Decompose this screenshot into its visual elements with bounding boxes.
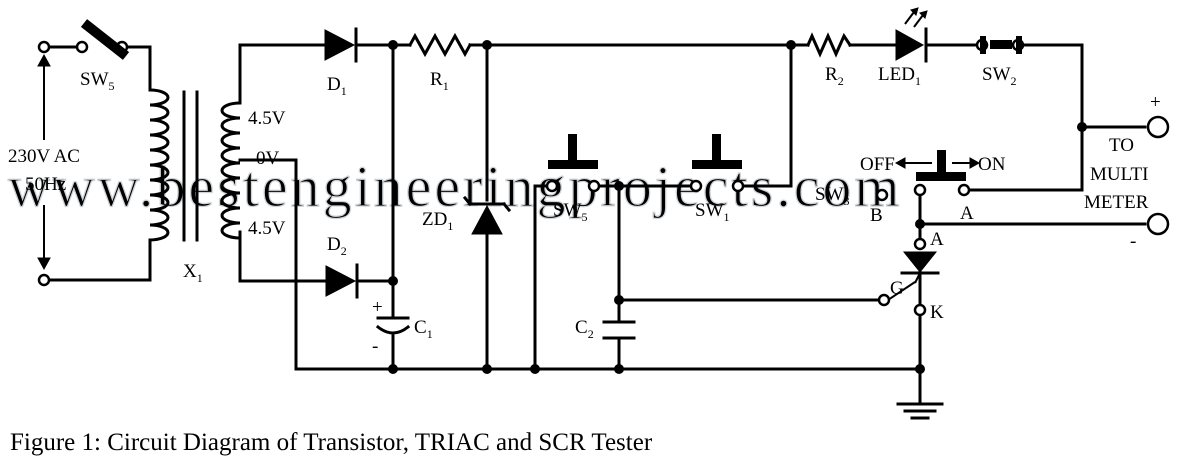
led-led1: LED1 [878, 7, 928, 88]
sw5-push-label: SW5 [553, 200, 588, 224]
ac-voltage-label: 230V AC [8, 146, 80, 167]
meter-label-line1: TO [1109, 135, 1134, 156]
meter-label-line2: MULTI [1090, 164, 1148, 185]
c1-plus-label: + [372, 297, 383, 318]
scr-cathode-label: K [930, 302, 944, 323]
diode-d2: D2 [325, 234, 359, 299]
push-switch-sw5: SW5 [545, 134, 601, 224]
ac-frequency-label: 50Hz [25, 174, 66, 195]
slide-switch-sw3: OFF ON SW3 B A [815, 150, 1006, 226]
tap-mid-label: 0V [256, 148, 280, 169]
junction-dots [388, 40, 1087, 374]
wires [42, 43, 1147, 406]
mains-switch-sw5: SW5 [75, 19, 130, 93]
d1-label: D1 [327, 74, 347, 98]
ground-symbol [896, 402, 944, 420]
zener-zd1: ZD1 [422, 195, 512, 235]
push-switch-sw2: SW2 [975, 36, 1025, 88]
push-switch-sw1: SW1 [689, 134, 745, 224]
capacitor-c2: C2 [575, 317, 636, 341]
sw3-pos-b-label: B [870, 205, 883, 226]
transformer-x1: X1 4.5V 0V 4.5V [148, 88, 286, 285]
r1-label: R1 [430, 69, 449, 93]
resistor-r2: R2 [806, 32, 853, 88]
sw3-on-label: ON [978, 154, 1006, 175]
scr-under-test: A G K [877, 229, 944, 323]
sw3-label: SW3 [815, 184, 850, 208]
sw1-label: SW1 [695, 200, 730, 224]
zd1-label: ZD1 [422, 209, 453, 233]
sw2-label: SW2 [982, 64, 1017, 88]
resistor-r1: R1 [407, 32, 473, 93]
led1-label: LED1 [878, 64, 921, 88]
meter-minus-label: - [1130, 231, 1136, 252]
multimeter-terminals: + - TO MULTI METER [1084, 92, 1170, 252]
scr-anode-label: A [930, 229, 944, 250]
sw3-off-label: OFF [860, 154, 895, 175]
c2-label: C2 [575, 317, 594, 341]
meter-plus-label: + [1150, 92, 1161, 113]
transformer-label: X1 [183, 261, 203, 285]
diode-d1: D1 [324, 27, 358, 98]
sw3-pos-a-label: A [960, 203, 974, 224]
d2-label: D2 [327, 234, 347, 258]
figure-caption: Figure 1: Circuit Diagram of Transistor,… [10, 429, 653, 456]
capacitor-c1: + - C1 [372, 297, 433, 357]
scr-gate-label: G [890, 278, 904, 299]
c1-minus-label: - [372, 336, 378, 357]
tap-top-label: 4.5V [248, 108, 286, 129]
ac-input: 230V AC 50Hz [8, 40, 80, 287]
c1-label: C1 [414, 317, 433, 341]
meter-label-line3: METER [1084, 192, 1149, 213]
r2-label: R2 [825, 64, 844, 88]
tap-bottom-label: 4.5V [248, 218, 286, 239]
sw5-main-label: SW5 [80, 69, 115, 93]
